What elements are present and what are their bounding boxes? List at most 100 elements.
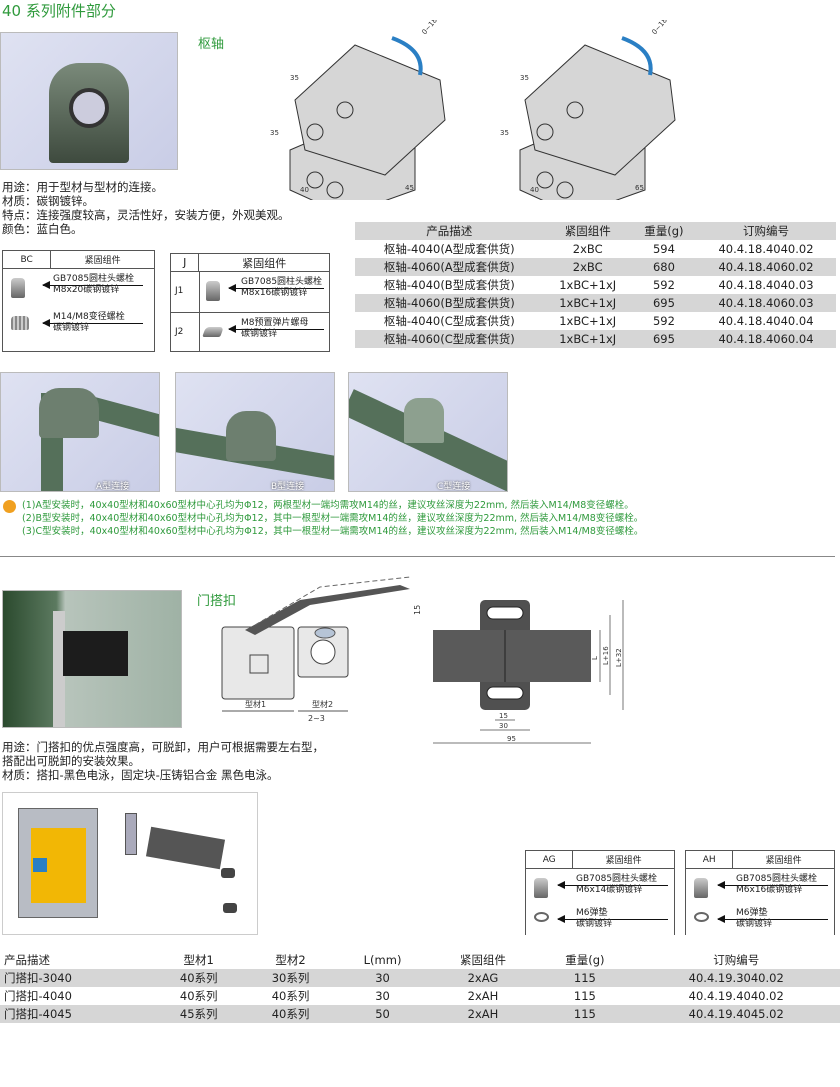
text-label: L+16 <box>602 646 610 665</box>
text-label: 40系列 <box>271 1007 310 1021</box>
text-label: 30 <box>375 989 390 1003</box>
text-label: 680 <box>652 260 675 274</box>
text-label: 15 <box>499 712 508 720</box>
text-label: 695 <box>652 332 675 346</box>
decoration: AH 紧固组件 <box>686 851 834 869</box>
dim: 35 <box>270 129 279 137</box>
decoration <box>404 398 444 443</box>
pivot-dimension-drawings: 0~180° 0~180° 35 35 40 45 35 35 40 65 <box>270 20 676 200</box>
decoration <box>433 600 624 744</box>
door-latch-photo <box>2 590 182 728</box>
page-title: 40 系列附件部分 <box>2 2 116 20</box>
latch-dimension-drawing: L L+16 L+32 15 30 95 <box>433 600 624 744</box>
latch-description: 用途：门搭扣的优点强度高，可脱卸，用户可根据需要左右型，搭配出可脱卸的安装效果。… <box>2 740 324 782</box>
text-label: 2xBC <box>572 242 603 256</box>
text-label: 1xBC+1xJ <box>559 278 617 292</box>
text-label: 30 <box>375 971 390 985</box>
text-label: 115 <box>573 1007 596 1021</box>
text-label: 40.4.18.4060.02 <box>718 260 814 274</box>
decoration <box>433 630 591 682</box>
dim: 35 <box>520 74 529 82</box>
text-label: M14/M8变径螺栓 <box>53 312 125 322</box>
decoration <box>228 325 324 333</box>
text-label: B型连接 <box>271 482 305 492</box>
text-label: 2xBC <box>572 260 603 274</box>
text-label: 紧固组件 <box>605 856 642 866</box>
text-label: 40.4.18.4060.04 <box>718 332 814 346</box>
installation-notes: (1)A型安装时，40x40型材和40x60型材中心孔均为Φ12，两根型材一端均… <box>22 499 643 538</box>
a-type-connection-photo: A型连接 <box>0 372 160 492</box>
b-type-connection-photo: B型连接 <box>175 372 335 492</box>
text-label: (2)B型安装时，40x40型材和40x60型材中心孔均为Φ12，其中一根型材一… <box>22 513 644 524</box>
text-label: J2 <box>175 313 200 351</box>
decoration <box>249 654 269 674</box>
text-label: GB7085圆柱头螺栓 <box>53 274 135 284</box>
text-label: 2xAH <box>467 1007 499 1021</box>
decoration <box>556 181 574 199</box>
decoration: M6弹垫碳钢镀锌 <box>526 903 674 933</box>
angle-label: 0~180° <box>420 20 444 36</box>
text-label: 碳钢镀锌 <box>736 919 773 929</box>
text-label: AH <box>686 851 734 868</box>
text-label: L+32 <box>615 648 623 667</box>
decoration <box>221 626 349 700</box>
pivot-description: 用途：用于型材与型材的连接。材质：碳钢镀锌。特点：连接强度较高，灵活性好，安装方… <box>2 180 290 236</box>
text-label: 搭配出可脱卸的安装效果。 <box>2 754 140 768</box>
angle-label: 0~180° <box>650 20 674 36</box>
latch-assembly-illustration <box>2 792 258 935</box>
text-label: 紧固组件 <box>459 953 506 967</box>
decoration <box>524 44 676 176</box>
text-label: M6弹垫 <box>576 908 608 918</box>
decoration <box>294 44 446 176</box>
text-label: 订购编号 <box>743 224 789 238</box>
dim: 35 <box>290 74 299 82</box>
text-label: 40.4.18.4040.02 <box>718 242 814 256</box>
text-label: 2xAH <box>467 989 499 1003</box>
text-label: 40系列 <box>179 989 218 1003</box>
dim: 45 <box>405 184 414 192</box>
text-label: 紧固组件 <box>765 856 802 866</box>
text-label: M8x20碳钢镀锌 <box>53 285 120 295</box>
text-label: 45系列 <box>179 1007 218 1021</box>
table-row: 枢轴-4060(A型成套供货) 2xBC 680 40.4.18.4060.02 <box>355 258 836 276</box>
text-label: 40.4.18.4060.03 <box>718 296 814 310</box>
text-label: 门搭扣-4040 <box>4 989 72 1003</box>
decoration <box>245 585 410 635</box>
decoration <box>226 411 276 461</box>
dim: 35 <box>500 129 509 137</box>
text-label: 碳钢镀锌 <box>53 323 90 333</box>
dim: 40 <box>300 186 309 194</box>
text-label: 40.4.19.3040.02 <box>688 971 784 985</box>
decoration <box>536 123 554 141</box>
decoration <box>486 606 524 620</box>
text-label: J1 <box>175 272 200 313</box>
text-label: 枢轴-4060(C型成套供货) <box>383 332 515 346</box>
text-label: 颜色：蓝白色。 <box>2 222 83 236</box>
text-label: J <box>171 254 200 271</box>
text-label: 紧固组件 <box>242 256 287 270</box>
decoration <box>621 36 653 76</box>
text-label: 695 <box>652 296 675 310</box>
decoration <box>53 611 65 727</box>
text-label: 紧固组件 <box>84 256 121 266</box>
text-label: 592 <box>652 278 675 292</box>
decoration <box>69 88 109 128</box>
text-label: 594 <box>652 242 675 256</box>
spring-nut-icon <box>202 327 224 337</box>
decoration: M6弹垫碳钢镀锌 <box>686 903 834 933</box>
spring-washer-icon <box>534 912 549 922</box>
text-label: 材质：搭扣-黑色电泳，固定块-压铸铝合金 黑色电泳。 <box>2 768 279 782</box>
decoration <box>228 284 324 292</box>
text-label: M8x16碳钢镀锌 <box>241 288 308 298</box>
decoration <box>42 319 143 327</box>
text-label: 枢轴-4060(A型成套供货) <box>383 260 515 274</box>
